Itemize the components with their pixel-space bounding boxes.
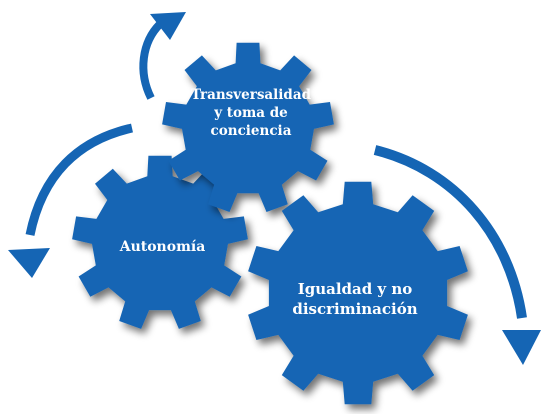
left-arrow-head (8, 248, 50, 278)
gear-transversalidad (162, 42, 334, 212)
left-arrow (25, 123, 133, 236)
right-arrow (373, 145, 527, 319)
top-arrow (139, 21, 163, 100)
gear-autonomia (72, 155, 248, 329)
top-arrow-head (150, 12, 186, 40)
gear-igualdad (248, 181, 468, 405)
right-arrow-head (502, 330, 541, 365)
